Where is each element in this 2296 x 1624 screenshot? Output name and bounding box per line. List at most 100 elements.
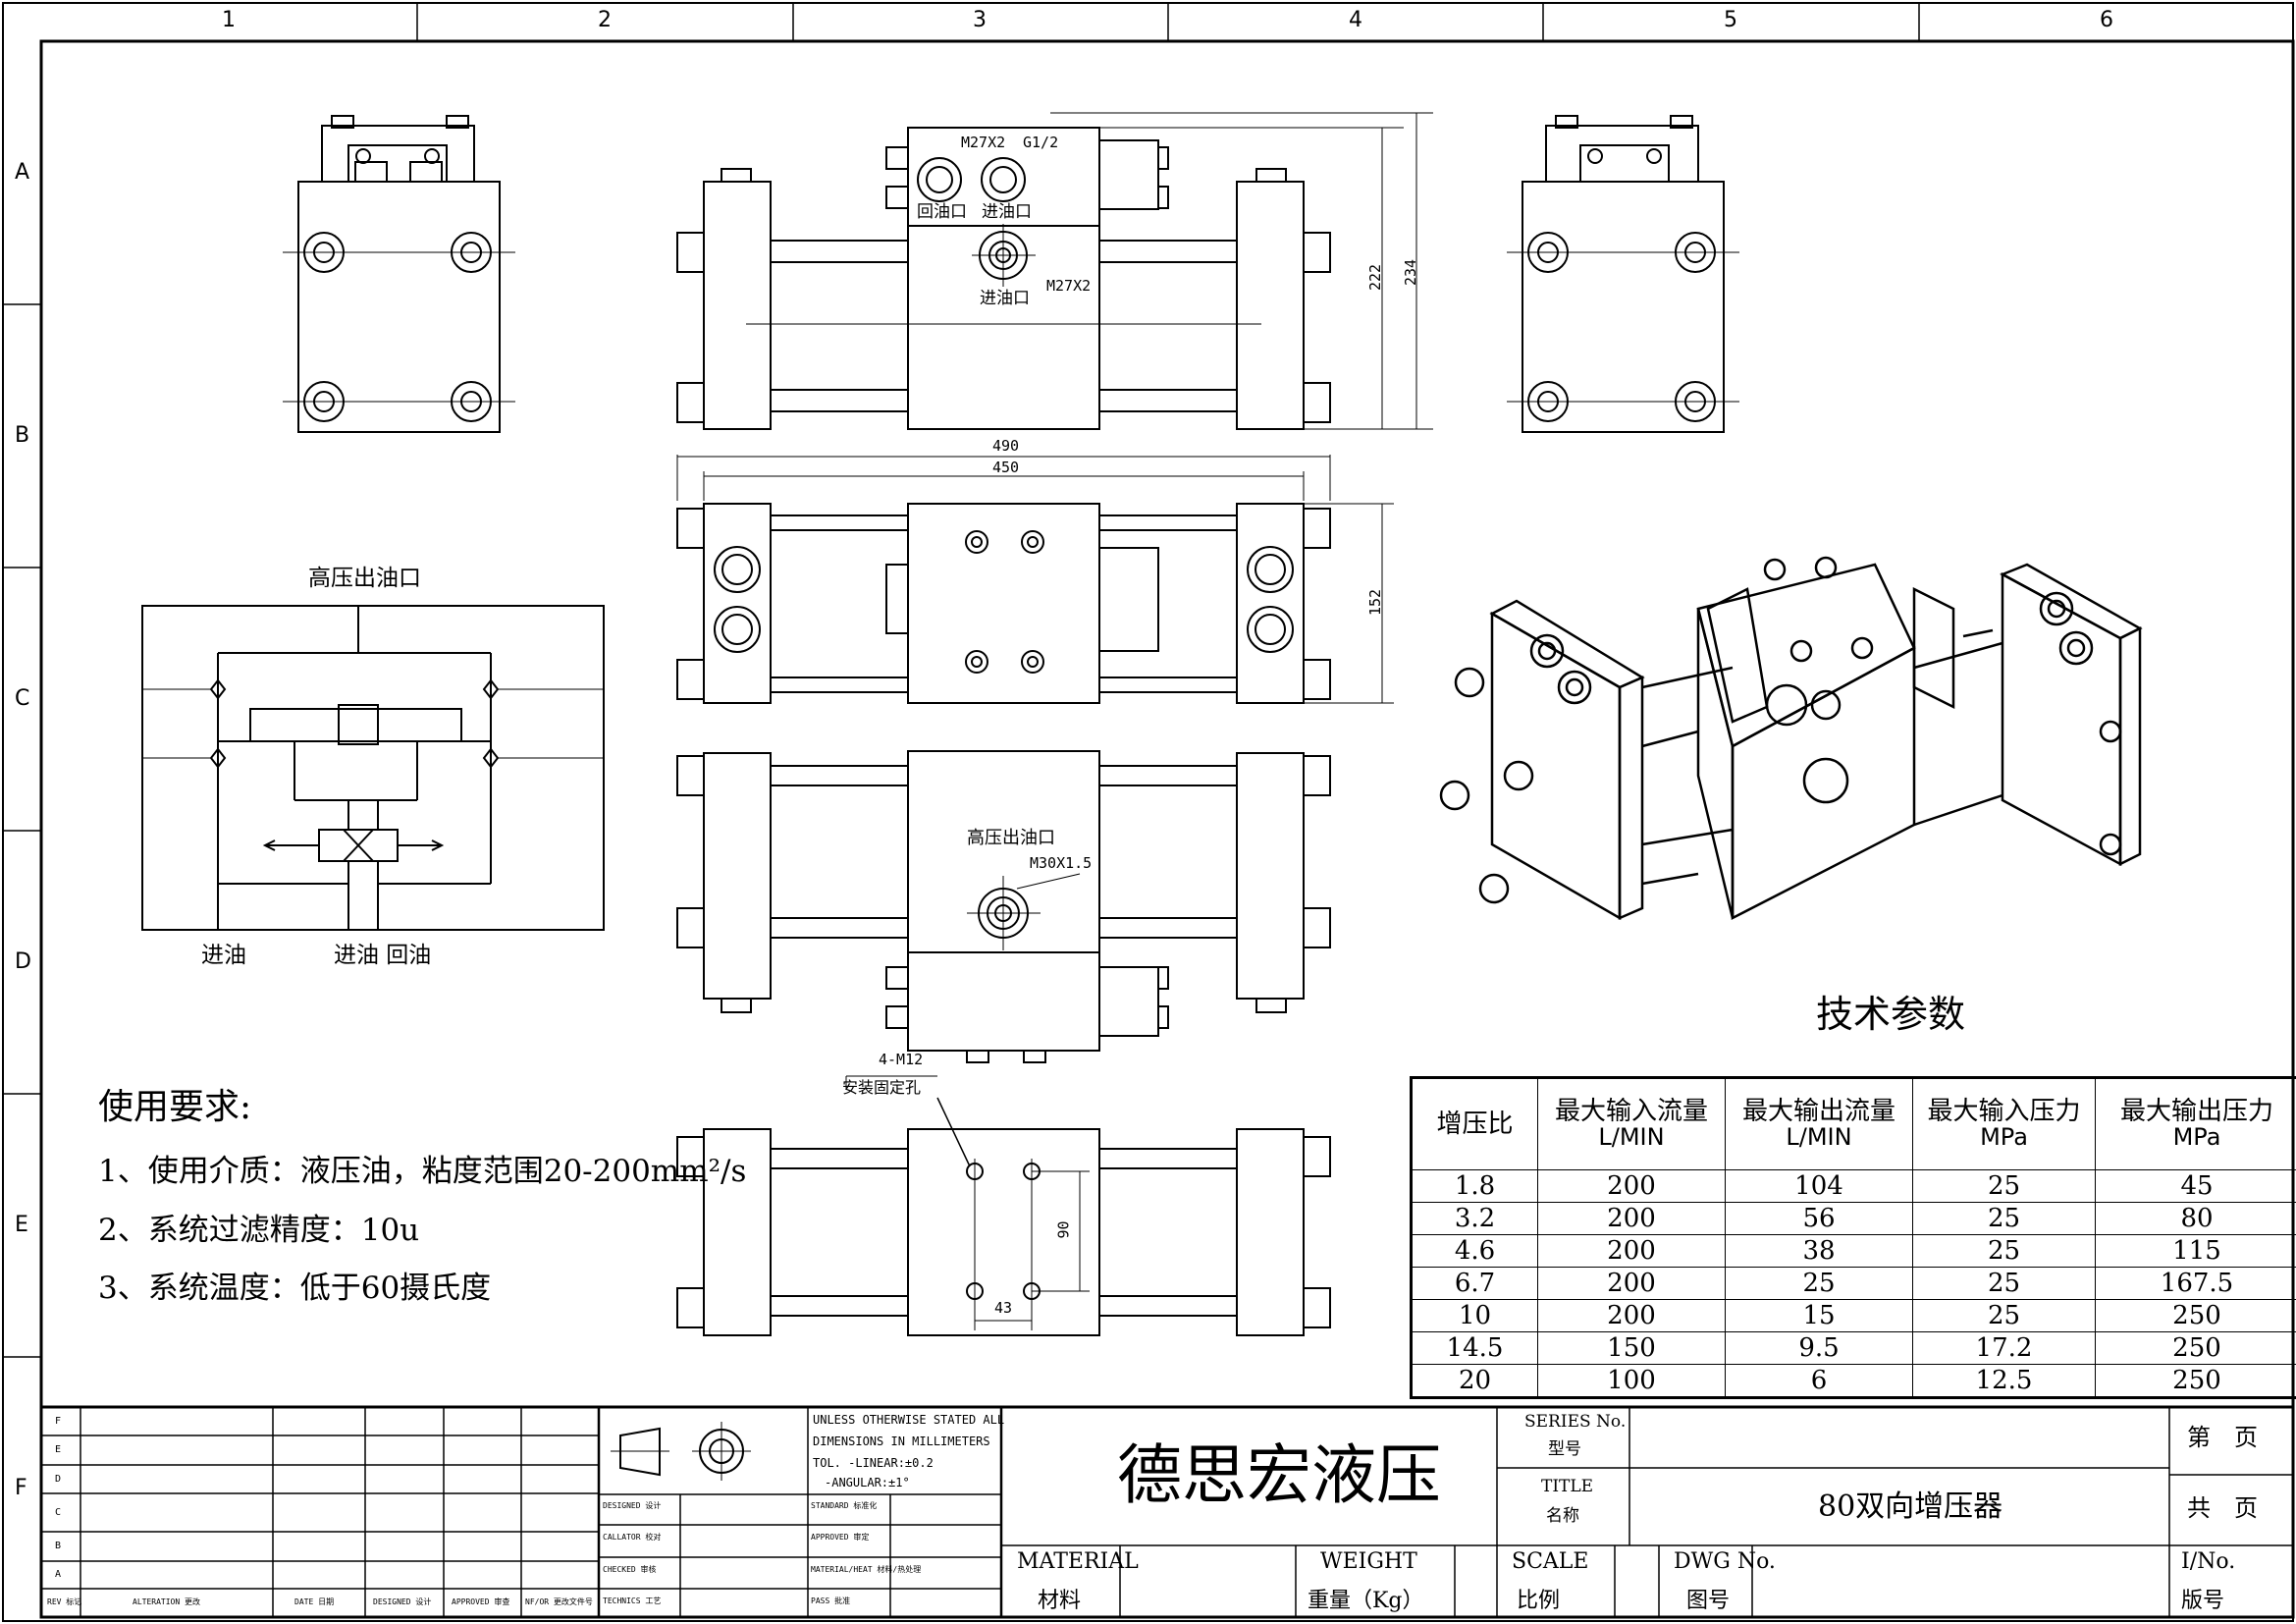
page-label: 第 页 (2187, 1424, 2258, 1451)
schematic-in2: 进油 回油 (334, 943, 432, 968)
ino-en: I/No. (2181, 1549, 2236, 1574)
tolerance-line-4: -ANGULAR:±1° (825, 1476, 910, 1489)
mount-spec: 4-M12 (879, 1051, 924, 1068)
sign-technics: TECHNICS 工艺 (603, 1597, 662, 1605)
title-block-lines (41, 1405, 2293, 1617)
rev-letter-d: D (55, 1474, 62, 1485)
rev-header-alteration: ALTERATION 更改 (133, 1597, 200, 1606)
weight-cn: 重量（Kg） (1308, 1589, 1424, 1613)
dim-152: 152 (1366, 588, 1385, 617)
rev-header-nf: NF/OR 更改文件号 (525, 1597, 593, 1606)
rev-letter-a: A (55, 1569, 62, 1580)
schematic-in1: 进油 (201, 943, 246, 968)
schematic-title: 高压出油口 (308, 566, 421, 591)
requirement-3: 3、系统温度：低于60摄氏度 (98, 1271, 492, 1306)
top-view (676, 112, 1433, 430)
dim-90: 90 (1054, 1220, 1073, 1239)
port3-thread: M27X2 (1046, 277, 1092, 295)
col-label-4: 4 (1349, 8, 1362, 32)
col-label-6: 6 (2100, 8, 2113, 32)
requirements-title: 使用要求: (98, 1087, 252, 1127)
series-en: SERIES No. (1524, 1412, 1627, 1432)
isometric-view (1439, 556, 2143, 921)
row-label-c: C (15, 686, 30, 711)
row-label-b: B (15, 423, 30, 448)
requirement-2: 2、系统过滤精度：10u (98, 1213, 420, 1248)
column-grid (3, 3, 1920, 1358)
hydraulic-schematic (141, 605, 605, 931)
rev-letter-f: F (55, 1416, 62, 1427)
ino-cn: 版号 (2181, 1589, 2225, 1613)
end-view-right (1507, 115, 1739, 433)
sign-designed: DESIGNED 设计 (603, 1501, 662, 1510)
row-label-e: E (15, 1213, 28, 1237)
front-view (676, 750, 1331, 1063)
total-label: 共 页 (2187, 1494, 2258, 1522)
outlet-thread: M30X1.5 (1030, 854, 1093, 872)
dwg-cn: 图号 (1686, 1589, 1731, 1613)
row-label-f: F (15, 1476, 27, 1500)
title-cn: 名称 (1546, 1506, 1579, 1526)
sign-callator: CALLATOR 校对 (603, 1533, 662, 1542)
mount-label: 安装固定孔 (842, 1078, 922, 1097)
material-en: MATERIAL (1017, 1549, 1139, 1574)
sign-approved: APPROVED 审定 (811, 1533, 870, 1542)
outlet-label: 高压出油口 (967, 828, 1055, 848)
col-label-1: 1 (222, 8, 236, 32)
product-name: 80双向增压器 (1818, 1489, 2003, 1524)
port2-thread: G1/2 (1023, 134, 1059, 151)
tolerance-line-2: DIMENSIONS IN MILLIMETERS (813, 1435, 990, 1448)
port1-thread: M27X2 (961, 134, 1006, 151)
header-ratio: 增压比 (1411, 1077, 1538, 1170)
rev-header-date: DATE 日期 (294, 1597, 335, 1606)
tolerance-line-1: UNLESS OTHERWISE STATED ALL (813, 1413, 1005, 1427)
dim-234: 234 (1402, 258, 1420, 287)
bottom-view (676, 1075, 1331, 1336)
port2-label: 进油口 (982, 202, 1032, 222)
sign-material-heat: MATERIAL/HEAT 材料/热处理 (811, 1565, 922, 1574)
series-cn: 型号 (1548, 1439, 1581, 1459)
material-cn: 材料 (1038, 1589, 1082, 1613)
sign-checked: CHECKED 审核 (603, 1565, 657, 1574)
rev-letter-e: E (55, 1444, 62, 1455)
tolerance-line-3: TOL. -LINEAR:±0.2 (813, 1456, 934, 1470)
plan-view (676, 455, 1394, 704)
scale-cn: 比例 (1517, 1589, 1561, 1613)
dim-450: 450 (992, 459, 1020, 476)
col-label-5: 5 (1724, 8, 1737, 32)
sign-standard: STANDARD 标准化 (811, 1501, 878, 1510)
rev-header-rev: REV 标记 (47, 1597, 82, 1606)
dim-490: 490 (992, 437, 1020, 455)
dim-222: 222 (1366, 263, 1385, 292)
weight-en: WEIGHT (1320, 1549, 1417, 1574)
dwg-en: DWG No. (1674, 1549, 1776, 1574)
rev-letter-c: C (55, 1507, 62, 1518)
row-label-d: D (15, 949, 31, 974)
inner-border (39, 39, 2295, 1619)
company-name: 德思宏液压 (1117, 1437, 1441, 1513)
col-label-2: 2 (598, 8, 612, 32)
rev-header-approved: APPROVED 审查 (452, 1597, 510, 1606)
projection-symbol-icon (611, 1422, 751, 1481)
dim-43: 43 (994, 1299, 1013, 1317)
row-label-a: A (15, 160, 30, 185)
rev-letter-b: B (55, 1541, 62, 1551)
end-view-left (283, 115, 515, 433)
title-en: TITLE (1541, 1477, 1594, 1496)
rev-header-designed: DESIGNED 设计 (373, 1597, 432, 1606)
tech-params-title: 技术参数 (1816, 993, 1966, 1036)
requirement-1: 1、使用介质：液压油，粘度范围20-200mm²/s (98, 1154, 747, 1189)
